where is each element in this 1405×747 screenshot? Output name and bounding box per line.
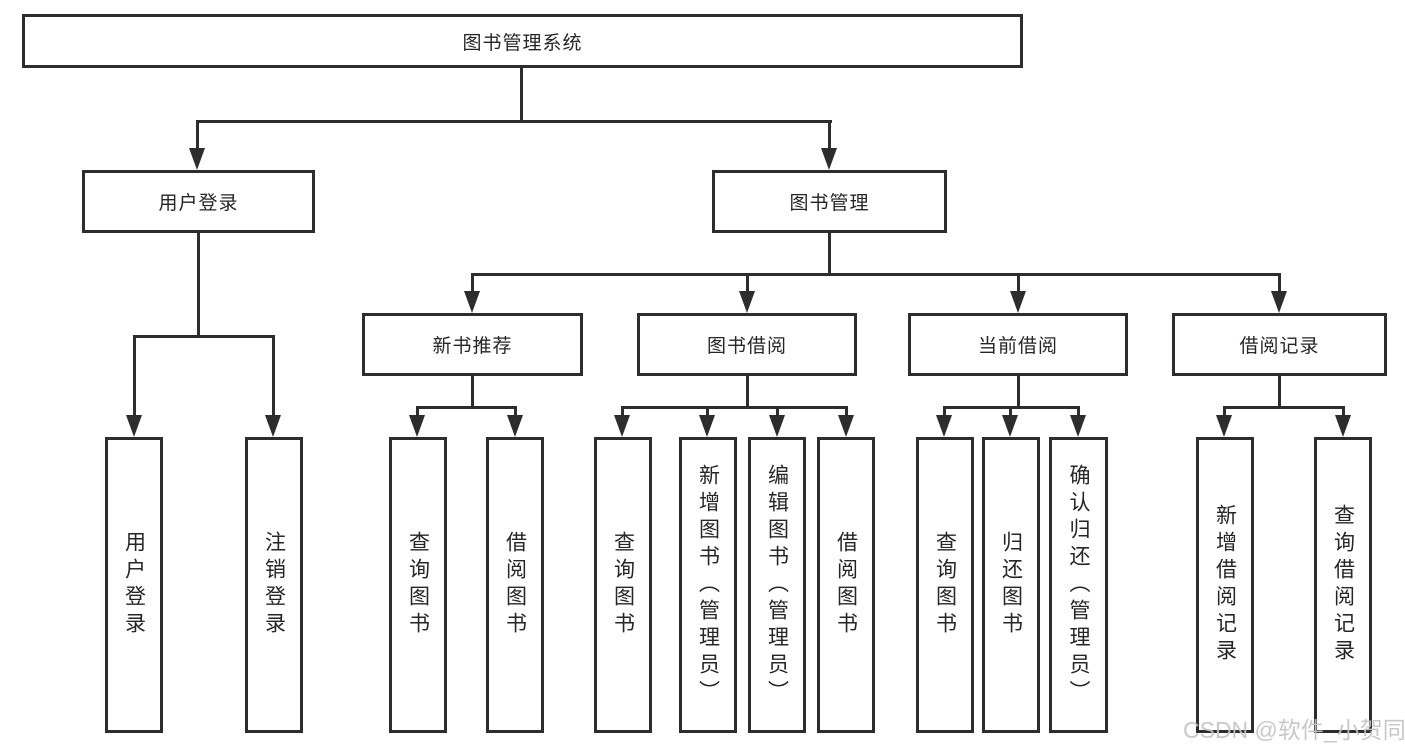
- leaf-br-query-record-label: 查询借阅记录: [1331, 504, 1355, 666]
- arrow-to-logout-leaf: [265, 415, 281, 437]
- connector-book-borrow-branch: [621, 406, 848, 409]
- node-book-management: 图书管理: [712, 170, 947, 233]
- leaf-bb-borrow-books-label: 借阅图书: [834, 531, 858, 639]
- connector-borrow-record-branch: [1223, 406, 1345, 409]
- node-root-library-system: 图书管理系统: [22, 14, 1023, 68]
- connector-new-book-branch: [416, 406, 517, 409]
- connector-stem-bb-edit: [776, 406, 779, 418]
- leaf-cb-return-books-label: 归还图书: [999, 531, 1023, 639]
- connector-stem-login-leaf: [133, 335, 136, 419]
- connector-stem-book-mgmt: [828, 120, 831, 152]
- arrow-to-current-borrow: [1010, 291, 1026, 313]
- arrow-to-bb-query: [614, 415, 630, 437]
- leaf-cb-query-books: 查询图书: [916, 437, 974, 733]
- arrow-to-br-add: [1216, 415, 1232, 437]
- arrow-to-login-leaf: [126, 415, 142, 437]
- connector-stem-borrow-record: [1278, 273, 1281, 295]
- connector-stem-book-borrow: [746, 273, 749, 295]
- leaf-bb-query-books: 查询图书: [594, 437, 652, 733]
- leaf-br-add-record: 新增借阅记录: [1196, 437, 1254, 733]
- connector-stem-cb-query: [943, 406, 946, 418]
- connector-stem-new-book: [471, 273, 474, 295]
- leaf-bb-edit-books-admin: 编辑图书（管理员）: [748, 437, 806, 733]
- arrow-to-bb-add: [699, 415, 715, 437]
- connector-book-borrow-stem: [746, 376, 749, 407]
- arrow-to-new-book: [464, 291, 480, 313]
- connector-new-book-stem: [471, 376, 474, 407]
- node-new-book-recommend: 新书推荐: [362, 313, 583, 376]
- leaf-nb-query-books-label: 查询图书: [406, 531, 430, 639]
- arrow-to-book-borrow: [739, 291, 755, 313]
- node-book-management-label: 图书管理: [789, 193, 870, 214]
- leaf-bb-query-books-label: 查询图书: [611, 531, 635, 639]
- connector-root-stem: [520, 68, 523, 121]
- leaf-br-query-record: 查询借阅记录: [1314, 437, 1372, 733]
- leaf-cb-query-books-label: 查询图书: [933, 531, 957, 639]
- arrow-to-bb-borrow: [838, 415, 854, 437]
- arrow-to-cb-confirm: [1070, 415, 1086, 437]
- node-current-borrowing-label: 当前借阅: [977, 336, 1058, 357]
- connector-borrow-record-stem: [1278, 376, 1281, 407]
- arrow-to-bb-edit: [769, 415, 785, 437]
- leaf-user-login: 用户登录: [105, 437, 163, 733]
- node-book-borrowing: 图书借阅: [637, 313, 857, 376]
- connector-stem-br-query: [1342, 406, 1345, 418]
- arrow-to-user-login: [189, 148, 205, 170]
- csdn-watermark: CSDN @软件_小贺同学: [1183, 717, 1405, 743]
- connector-book-mgmt-stem: [828, 233, 831, 274]
- leaf-user-login-label: 用户登录: [122, 531, 146, 639]
- leaf-bb-edit-books-admin-label: 编辑图书（管理员）: [765, 463, 789, 707]
- connector-stem-bb-borrow: [845, 406, 848, 418]
- leaf-logout: 注销登录: [245, 437, 303, 733]
- leaf-bb-borrow-books: 借阅图书: [817, 437, 875, 733]
- arrow-to-br-query: [1335, 415, 1351, 437]
- node-user-login-label: 用户登录: [158, 193, 239, 214]
- leaf-nb-query-books: 查询图书: [389, 437, 447, 733]
- connector-current-borrow-stem: [1017, 376, 1020, 407]
- connector-stem-bb-query: [621, 406, 624, 418]
- node-current-borrowing: 当前借阅: [908, 313, 1128, 376]
- connector-stem-user-login: [196, 120, 199, 152]
- node-root-label: 图书管理系统: [462, 32, 583, 54]
- connector-root-branch: [196, 120, 832, 123]
- connector-stem-logout-leaf: [272, 335, 275, 419]
- connector-stem-br-add: [1223, 406, 1226, 418]
- arrow-to-cb-query: [936, 415, 952, 437]
- connector-stem-cb-confirm: [1077, 406, 1080, 418]
- node-new-book-recommend-label: 新书推荐: [432, 336, 513, 357]
- leaf-cb-confirm-return-admin-label: 确认归还（管理员）: [1067, 463, 1090, 707]
- connector-book-mgmt-branch: [471, 273, 1281, 276]
- arrow-to-borrow-record: [1271, 291, 1287, 313]
- arrow-to-cb-return: [1002, 415, 1018, 437]
- connector-stem-current-borrow: [1017, 273, 1020, 295]
- leaf-cb-return-books: 归还图书: [982, 437, 1040, 733]
- node-user-login: 用户登录: [82, 170, 315, 233]
- leaf-bb-add-books-admin: 新增图书（管理员）: [679, 437, 737, 733]
- leaf-nb-borrow-books: 借阅图书: [486, 437, 544, 733]
- node-borrowing-records: 借阅记录: [1172, 313, 1387, 376]
- connector-stem-nb-query: [416, 406, 419, 418]
- arrow-to-book-mgmt: [821, 148, 837, 170]
- arrow-to-nb-query: [409, 415, 425, 437]
- node-book-borrowing-label: 图书借阅: [706, 336, 787, 357]
- node-borrowing-records-label: 借阅记录: [1239, 336, 1320, 357]
- leaf-br-add-record-label: 新增借阅记录: [1213, 504, 1237, 666]
- leaf-nb-borrow-books-label: 借阅图书: [503, 531, 527, 639]
- leaf-cb-confirm-return-admin: 确认归还（管理员）: [1049, 437, 1108, 733]
- connector-stem-nb-borrow: [514, 406, 517, 418]
- connector-stem-cb-return: [1009, 406, 1012, 418]
- connector-user-login-branch: [133, 335, 275, 338]
- leaf-bb-add-books-admin-label: 新增图书（管理员）: [696, 463, 720, 707]
- arrow-to-nb-borrow: [507, 415, 523, 437]
- connector-user-login-stem: [197, 233, 200, 336]
- leaf-logout-label: 注销登录: [262, 531, 286, 639]
- connector-stem-bb-add: [706, 406, 709, 418]
